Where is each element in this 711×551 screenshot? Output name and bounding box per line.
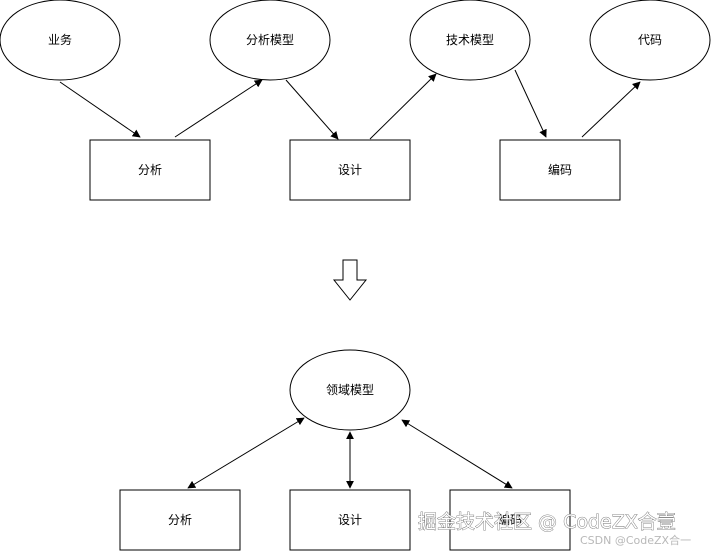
arrow-domain-model-coding — [401, 419, 513, 489]
arrow-analysis-to-analysis-model — [174, 79, 263, 138]
box-analysis-top: 分析 — [89, 139, 211, 201]
ellipse-tech-model-label: 技术模型 — [446, 33, 494, 47]
ellipse-code: 代码 — [589, 0, 711, 81]
box-design-top-label: 设计 — [338, 163, 362, 177]
arrow-domain-model-analysis — [187, 417, 305, 489]
box-analysis-bottom: 分析 — [119, 489, 241, 551]
ellipse-analysis-model: 分析模型 — [209, 0, 331, 81]
arrow-analysis-model-to-design — [285, 79, 339, 140]
ellipse-tech-model: 技术模型 — [409, 0, 531, 81]
arrow-design-to-tech-model — [369, 73, 437, 140]
ellipse-analysis-model-label: 分析模型 — [246, 33, 294, 47]
watermark-sub: CSDN @CodeZX合一 — [580, 533, 691, 547]
ellipse-business: 业务 — [0, 0, 121, 81]
box-design-bottom-label: 设计 — [338, 513, 362, 527]
watermark-main: 掘金技术社区 @ CodeZX合壹 — [418, 511, 676, 533]
ellipse-domain-model: 领域模型 — [289, 349, 411, 431]
box-coding-bottom: 编码 — [449, 489, 571, 551]
box-coding-top: 编码 — [499, 139, 621, 201]
arrow-tech-model-to-coding — [514, 69, 547, 138]
arrow-business-to-analysis — [59, 81, 141, 138]
box-analysis-bottom-label: 分析 — [168, 513, 192, 527]
down-arrow-icon — [332, 259, 368, 301]
box-coding-top-label: 编码 — [548, 162, 572, 177]
arrow-coding-to-code — [581, 81, 641, 138]
box-design-top: 设计 — [289, 139, 411, 201]
ellipse-code-label: 代码 — [638, 33, 662, 47]
box-coding-bottom-label: 编码 — [498, 512, 522, 527]
ellipse-business-label: 业务 — [48, 32, 72, 47]
box-analysis-top-label: 分析 — [138, 163, 162, 177]
box-design-bottom: 设计 — [289, 489, 411, 551]
ellipse-domain-model-label: 领域模型 — [326, 383, 374, 397]
